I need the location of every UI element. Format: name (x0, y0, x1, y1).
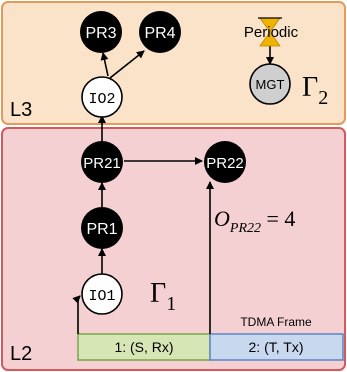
gamma1-label: Γ1 (150, 278, 176, 315)
tdma-slot-2-label: 2: (T, Tx) (249, 339, 304, 355)
node-io2: IO2 (81, 76, 123, 118)
svg-text:OPR22 = 4: OPR22 = 4 (214, 206, 295, 236)
node-pr1-circle (81, 207, 123, 249)
node-io2-label: IO2 (88, 91, 115, 108)
node-pr4-label: PR4 (144, 25, 175, 42)
tdma-frame-title: TDMA Frame (240, 315, 312, 329)
gamma2-label: Γ2 (302, 72, 328, 109)
node-mgt-label: MGT (256, 77, 285, 92)
gamma1-sub: 1 (166, 293, 176, 315)
tdma-slot-1 (77, 333, 211, 361)
node-io1-label: IO1 (88, 288, 115, 305)
svg-text:Γ2: Γ2 (302, 72, 328, 109)
node-pr1-label: PR1 (86, 221, 117, 238)
gamma1-symbol: Γ (150, 278, 166, 309)
periodic-label: Periodic (244, 24, 299, 41)
node-pr22: PR22 (204, 141, 246, 183)
offset-equation: OPR22 = 4 (214, 206, 295, 236)
node-mgt-circle (249, 63, 291, 105)
tdma-slot-1-label: 1: (S, Rx) (114, 339, 173, 355)
offset-var: O (214, 206, 230, 231)
svg-text:Γ1: Γ1 (150, 278, 176, 315)
offset-eq: = 4 (261, 206, 295, 231)
node-pr3-circle (80, 11, 122, 53)
node-pr4: PR4 (139, 11, 181, 53)
node-pr22-label: PR22 (206, 155, 244, 172)
node-pr22-circle (204, 141, 246, 183)
layer-l3-label: L3 (10, 99, 32, 121)
node-io1-circle (81, 273, 123, 315)
node-pr1: PR1 (81, 207, 123, 249)
gamma2-sub: 2 (318, 87, 328, 109)
node-pr3-label: PR3 (85, 25, 116, 42)
node-mgt: MGT (249, 63, 291, 105)
layer-l2-label: L2 (10, 343, 32, 365)
gamma2-symbol: Γ (302, 72, 318, 103)
node-pr3: PR3 (80, 11, 122, 53)
edge-slot1-io1 (72, 295, 81, 334)
offset-sub: PR22 (229, 221, 261, 236)
edges (72, 46, 274, 334)
edge-io2-pr3 (100, 52, 109, 77)
node-io2-circle (81, 76, 123, 118)
node-pr4-circle (139, 11, 181, 53)
node-pr21-label: PR21 (83, 155, 121, 172)
layer-l2-box (1, 127, 346, 371)
edge-io2-pr4 (109, 50, 145, 79)
tdma-slot-2 (209, 333, 344, 361)
hourglass-icon (258, 17, 282, 47)
node-pr21: PR21 (81, 141, 123, 183)
node-io1: IO1 (81, 273, 123, 315)
node-pr21-circle (81, 141, 123, 183)
